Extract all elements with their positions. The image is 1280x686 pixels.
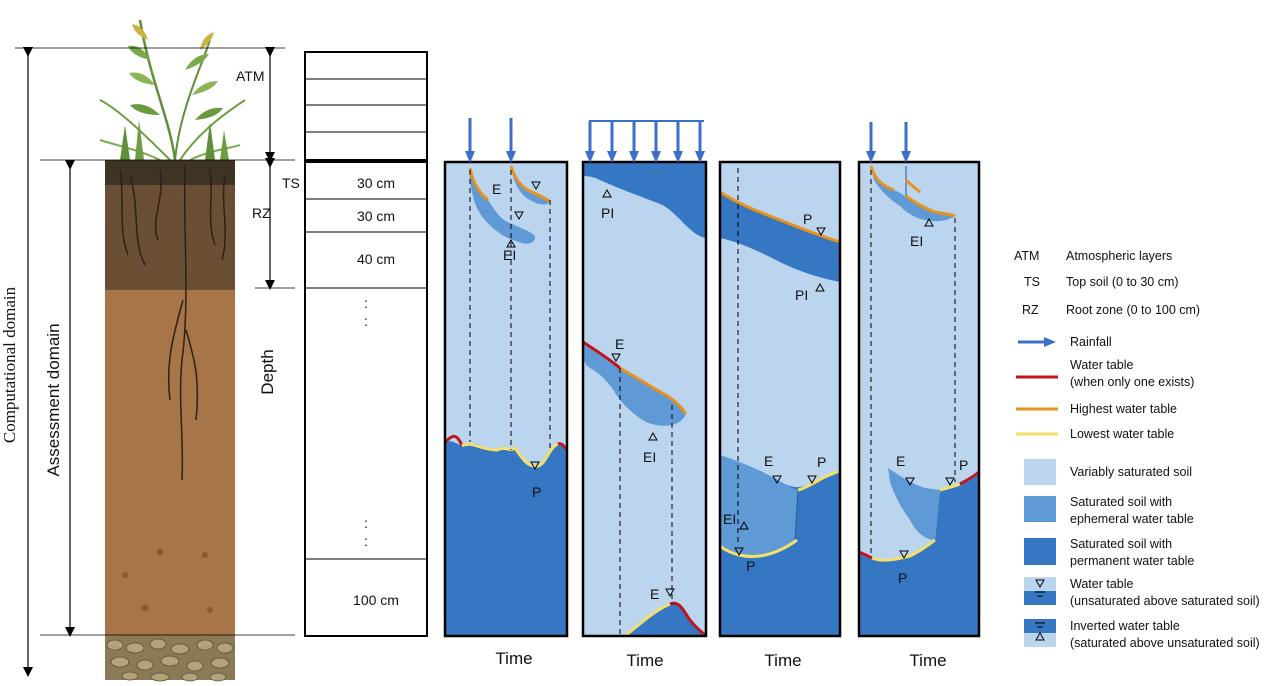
- legend-text-ephemeral-2: ephemeral water table: [1070, 512, 1194, 526]
- p3-marker-p3: P: [746, 558, 755, 574]
- p1-marker-e: E: [492, 181, 501, 197]
- legend-text-water-table: Water table: [1070, 358, 1134, 372]
- soil-profile: [99, 19, 246, 682]
- layer-1-label: 30 cm: [357, 175, 395, 191]
- ellipsis-3: :: [364, 515, 368, 531]
- subsoil-layer: [105, 290, 235, 635]
- legend-text-lowest: Lowest water table: [1070, 427, 1174, 441]
- layer-2-label: 30 cm: [357, 208, 395, 224]
- p2-time-label: Time: [626, 651, 663, 670]
- p2-marker-pi: PI: [601, 205, 614, 221]
- p4-time-label: Time: [909, 651, 946, 670]
- p3-time-label: Time: [764, 651, 801, 670]
- legend-key-atm: ATM: [1014, 249, 1039, 263]
- legend-key-ts: TS: [1024, 275, 1040, 289]
- legend-key-rz: RZ: [1022, 303, 1039, 317]
- legend-box-permanent: [1024, 538, 1056, 565]
- legend-text-iwt: Inverted water table: [1070, 619, 1180, 633]
- rz-label: RZ: [252, 205, 271, 221]
- legend-text-ephemeral: Saturated soil with: [1070, 495, 1172, 509]
- atm-label: ATM: [236, 68, 265, 84]
- p4-marker-ei: EI: [910, 233, 923, 249]
- legend-text-rainfall: Rainfall: [1070, 335, 1112, 349]
- legend-text-highest: Highest water table: [1070, 402, 1177, 416]
- p1-marker-ei: EI: [503, 247, 516, 263]
- topsoil-layer: [105, 160, 235, 185]
- layer-column: 30 cm 30 cm 40 cm : : : : 100 cm: [304, 51, 428, 637]
- legend-text-rz: Root zone (0 to 100 cm): [1066, 303, 1200, 317]
- p1-time-label: Time: [495, 649, 532, 668]
- roots-icon: [119, 164, 226, 481]
- assessment-domain-label: Assessment domain: [44, 323, 63, 476]
- p2-marker-ei: EI: [643, 449, 656, 465]
- legend-text-iwt-2: (saturated above unsaturated soil): [1070, 636, 1260, 650]
- legend-box-variably: [1024, 459, 1056, 485]
- p1-marker-p: P: [532, 484, 541, 500]
- panel-3: P PI E P EI P: [718, 160, 842, 638]
- layer-3-label: 40 cm: [357, 251, 395, 267]
- legend-text-water-table-2: (when only one exists): [1070, 375, 1194, 389]
- legend-text-wt: Water table: [1070, 577, 1134, 591]
- p4-marker-e: E: [896, 453, 905, 469]
- legend-text-atm: Atmospheric layers: [1066, 249, 1172, 263]
- legend-text-variably: Variably saturated soil: [1070, 465, 1192, 479]
- p2-marker-e2: E: [650, 586, 659, 602]
- legend-water-table-icon: [1024, 577, 1056, 605]
- p2-marker-e: E: [615, 336, 624, 352]
- rootzone-layer: [105, 185, 235, 290]
- legend-text-wt-2: (unsaturated above saturated soil): [1070, 594, 1260, 608]
- panel-2: PI E EI E: [581, 160, 708, 638]
- panel-1: E EI P: [443, 160, 569, 638]
- grass-icon: [99, 19, 246, 161]
- p4-marker-p2: P: [898, 570, 907, 586]
- p4-marker-p: P: [959, 457, 968, 473]
- p3-marker-p: P: [803, 211, 812, 227]
- legend: ATM Atmospheric layers TS Top soil (0 to…: [1014, 249, 1260, 650]
- p3-marker-pi: PI: [795, 287, 808, 303]
- legend-text-permanent: Saturated soil with: [1070, 537, 1172, 551]
- ellipsis-2: :: [364, 313, 368, 329]
- depth-label: Depth: [258, 349, 277, 394]
- ellipsis-4: :: [364, 533, 368, 549]
- legend-text-ts: Top soil (0 to 30 cm): [1066, 275, 1179, 289]
- layer-last-label: 100 cm: [353, 592, 399, 608]
- p3-marker-e: E: [764, 453, 773, 469]
- p3-marker-p2: P: [817, 454, 826, 470]
- computational-domain-label: Computational domain: [0, 286, 19, 443]
- p3-marker-ei: EI: [723, 511, 736, 527]
- ellipsis-1: :: [364, 295, 368, 311]
- legend-text-permanent-2: permanent water table: [1070, 554, 1194, 568]
- panel-4: EI E P P: [857, 160, 981, 638]
- legend-box-ephemeral: [1024, 496, 1056, 522]
- ts-label: TS: [282, 175, 300, 191]
- legend-inverted-water-table-icon: [1024, 619, 1056, 647]
